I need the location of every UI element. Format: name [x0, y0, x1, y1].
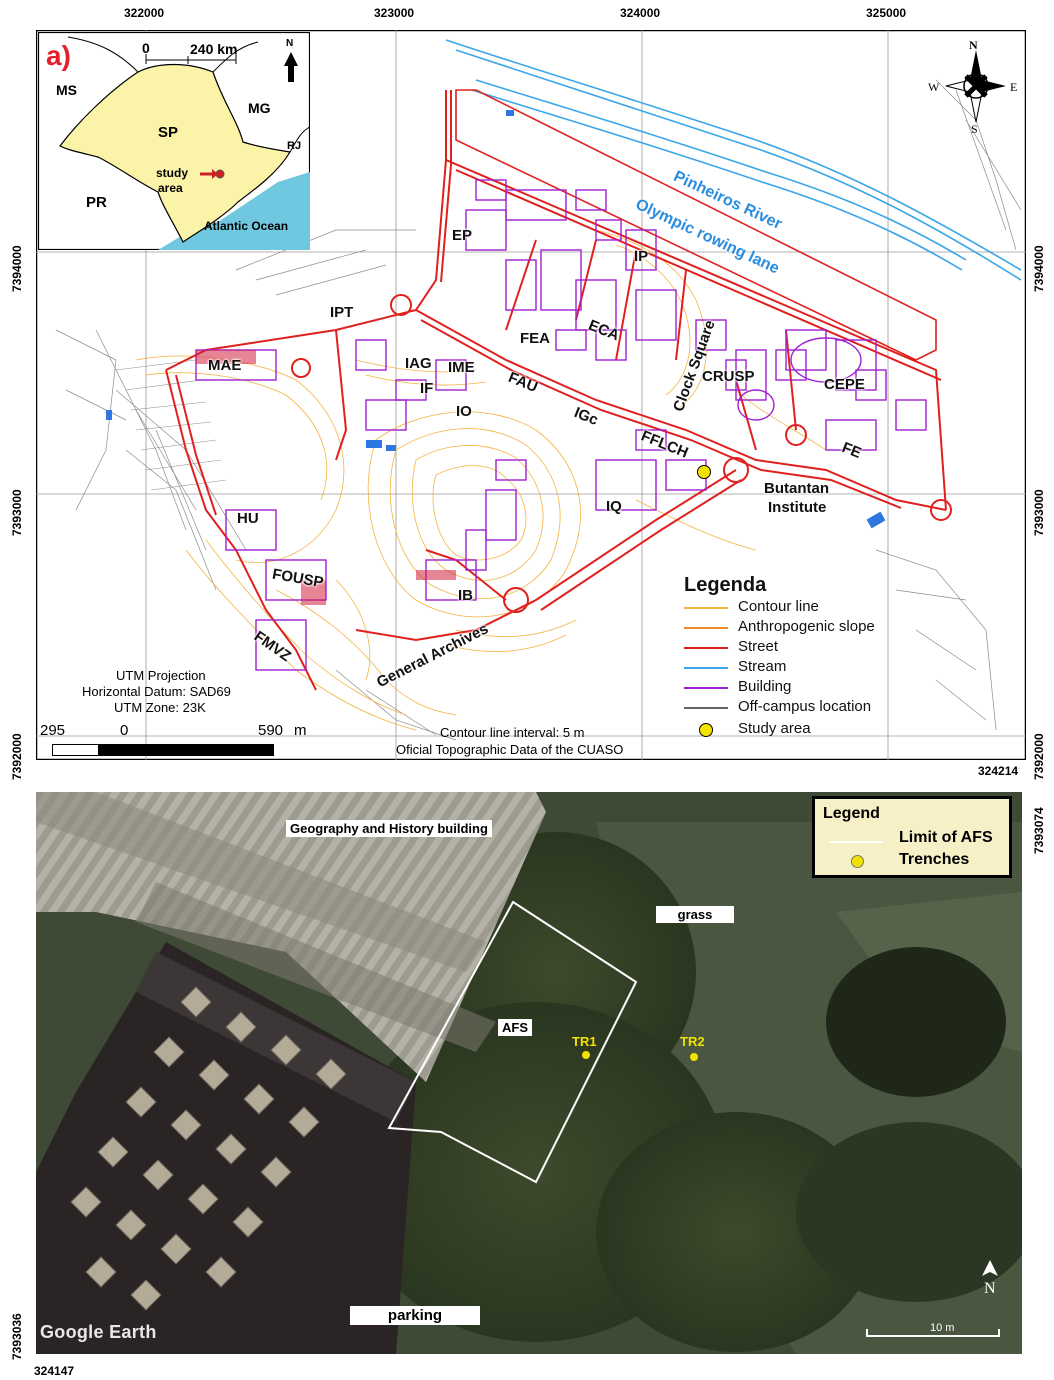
corner-coord: 324214	[978, 764, 1019, 778]
top-coord-2: 323000	[374, 6, 415, 20]
inset-north-label: N	[286, 38, 294, 49]
projection-line-1: UTM Projection	[116, 668, 206, 683]
parking-label: parking	[350, 1306, 480, 1325]
scalebar-mid: 0	[120, 722, 129, 739]
photo-legend-item1: Limit of AFS	[899, 829, 993, 846]
label-mae: MAE	[208, 357, 242, 374]
left-coord-1: 7394000	[10, 245, 24, 292]
inset-scale-zero: 0	[142, 40, 150, 56]
left-coord-2: 7393000	[10, 489, 24, 536]
right-coord-2: 7393000	[1032, 489, 1046, 536]
right-coord-3: 7392000	[1032, 733, 1046, 780]
compass-w: W	[928, 80, 940, 94]
legend-swatch	[684, 667, 728, 669]
google-earth-watermark: Google Earth	[40, 1322, 157, 1342]
legend-label: Building	[738, 678, 792, 695]
scalebar-unit: m	[294, 722, 307, 739]
label-iag: IAG	[405, 355, 432, 372]
compass-n: N	[969, 38, 978, 52]
photo-legend-item2: Trenches	[899, 851, 970, 868]
label-ib: IB	[458, 587, 473, 604]
legend-swatch	[684, 687, 728, 689]
inset-state-ms: MS	[56, 82, 77, 98]
compass-rose-icon	[945, 50, 1006, 123]
label-cepe: CEPE	[824, 376, 865, 393]
left-coord-3: 7392000	[10, 733, 24, 780]
building-label: Geography and History building	[286, 820, 492, 837]
label-crusp: CRUSP	[702, 368, 755, 385]
label-fea: FEA	[520, 330, 550, 347]
inset-state-rj: RJ	[287, 140, 302, 152]
inset-study-line1: study	[156, 166, 189, 180]
label-hu: HU	[237, 510, 259, 527]
scalebar	[52, 744, 274, 756]
legend-label: Street	[738, 638, 779, 655]
top-coord-1: 322000	[124, 6, 165, 20]
legend-label: Off-campus location	[738, 698, 872, 715]
top-coord-3: 324000	[620, 6, 661, 20]
study-area-marker	[697, 465, 711, 479]
bottom-left-coord: 7393036	[10, 1313, 24, 1360]
legend-swatch	[684, 707, 728, 709]
label-io: IO	[456, 403, 472, 420]
legend-title: Legenda	[684, 574, 767, 596]
legend-swatch	[684, 607, 728, 609]
label-iq: IQ	[606, 498, 622, 515]
legend-study-label: Study area	[738, 720, 811, 737]
top-coord-4: 325000	[866, 6, 907, 20]
compass-s: S	[971, 122, 978, 136]
inset-map	[38, 32, 310, 250]
grass-label: grass	[656, 906, 734, 923]
label-ime: IME	[448, 359, 475, 376]
panel-label: a)	[46, 40, 71, 71]
photo-legend-line	[829, 841, 883, 843]
afs-label: AFS	[498, 1019, 532, 1036]
inset-ocean-label: Atlantic Ocean	[204, 219, 289, 233]
note-contour-interval: Contour line interval: 5 m	[440, 725, 585, 740]
label-ep: EP	[452, 227, 473, 244]
compass-e: E	[1010, 80, 1018, 94]
top-map-panel: 322000 323000 324000 325000 7394000 7393…	[10, 6, 1046, 780]
trench-tr1-label: TR1	[572, 1034, 597, 1049]
inset-state-mg: MG	[248, 100, 271, 116]
label-butantan-1: Butantan	[764, 480, 829, 497]
label-if: IF	[420, 380, 434, 397]
inset-study-line2: area	[158, 181, 183, 195]
label-ip: IP	[634, 248, 649, 265]
label-ipt: IPT	[330, 304, 354, 321]
label-butantan-2: Institute	[768, 499, 827, 516]
bottom-scale-label: 10 m	[930, 1322, 955, 1334]
satellite-image	[36, 792, 1022, 1354]
inset-scale-text: 240 km	[190, 41, 238, 57]
legend-swatch	[684, 627, 728, 629]
bottom-north-label: N	[984, 1280, 996, 1297]
scalebar-left: 295	[40, 722, 66, 739]
legend-swatch	[684, 647, 728, 649]
projection-line-3: UTM Zone: 23K	[114, 700, 206, 715]
trench-tr2-label: TR2	[680, 1034, 705, 1049]
legend-label: Anthropogenic slope	[738, 618, 875, 635]
scalebar-right: 590	[258, 722, 284, 739]
photo-legend: Legend Limit of AFS Trenches	[812, 796, 1012, 878]
note-data-source: Oficial Topographic Data of the CUASO	[396, 742, 624, 757]
projection-line-2: Horizontal Datum: SAD69	[82, 684, 231, 699]
legend-study-dot	[699, 723, 713, 737]
photo-legend-dot	[851, 855, 864, 868]
inset-state-pr: PR	[86, 194, 107, 211]
inset-state-sp: SP	[158, 124, 179, 141]
legend-label: Contour line	[738, 598, 819, 615]
right-coord-1: 7394000	[1032, 245, 1046, 292]
bottom-easting-coord: 324147	[34, 1364, 75, 1378]
bottom-right-coord: 7393074	[1032, 807, 1046, 854]
legend-label: Stream	[738, 658, 787, 675]
photo-legend-title: Legend	[823, 805, 880, 822]
